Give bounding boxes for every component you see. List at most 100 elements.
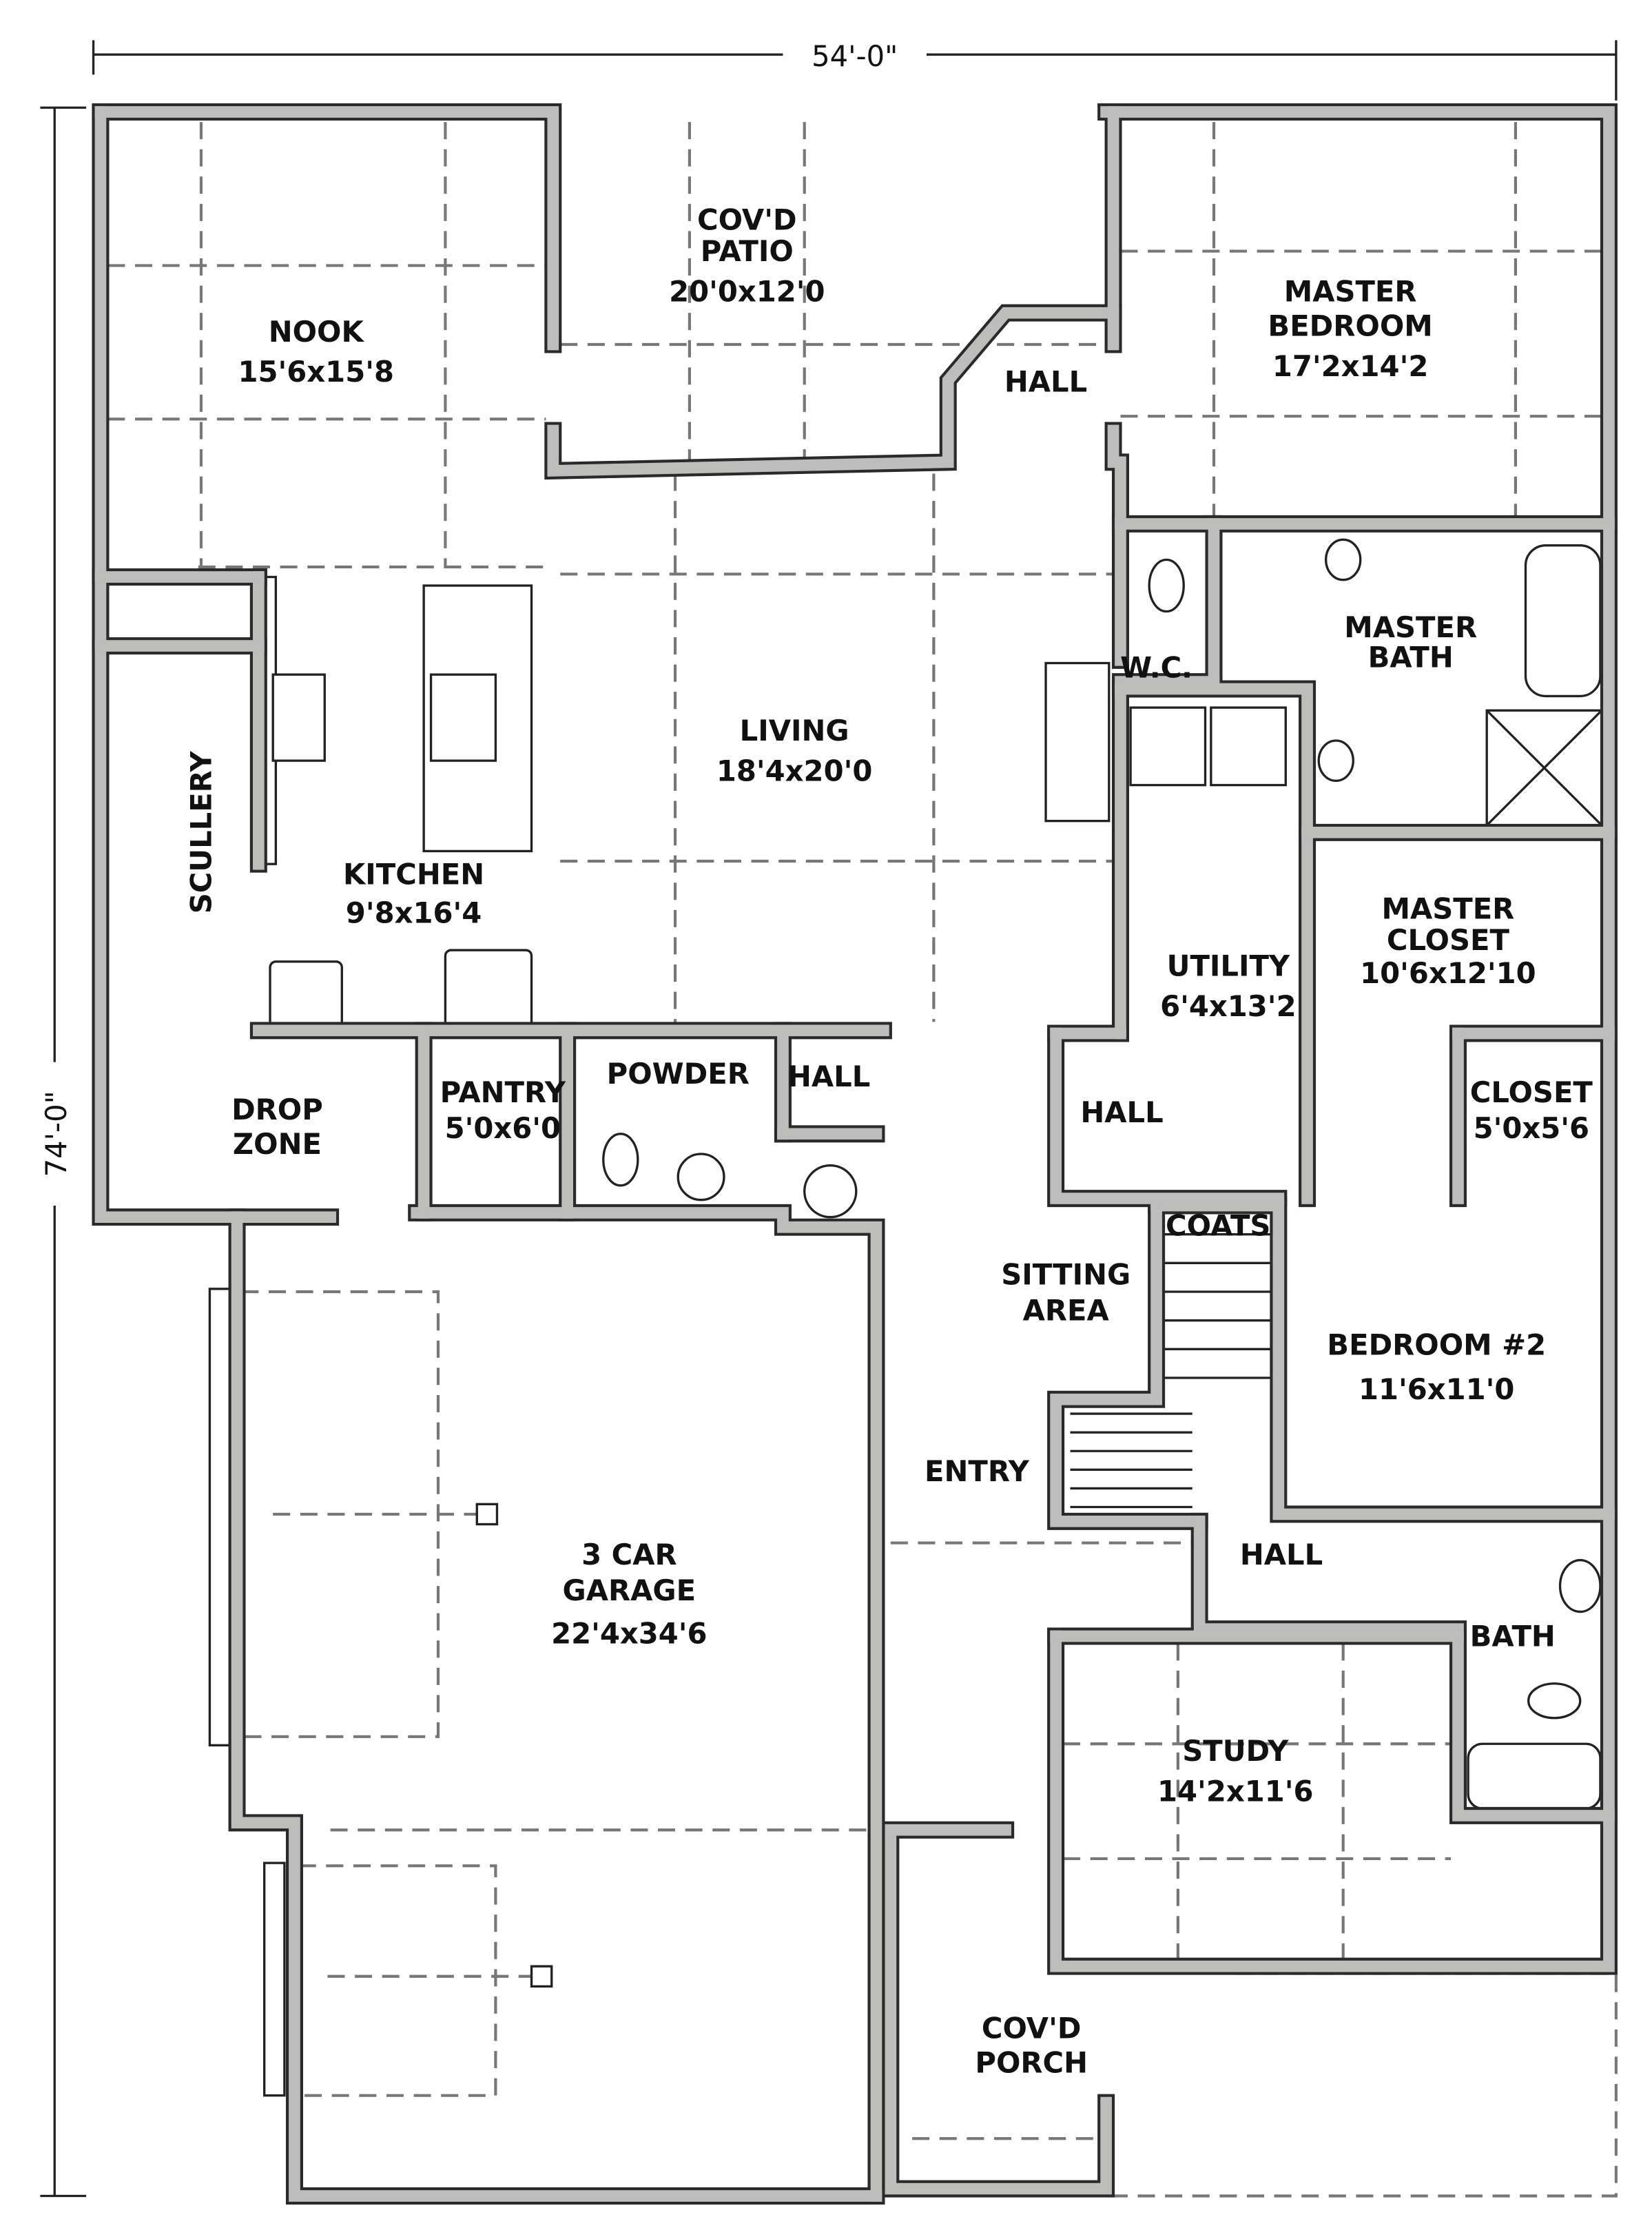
wall [94, 106, 336, 1224]
room-size: 11'6x11'0 [1359, 1372, 1514, 1406]
toilet-icon [1527, 1682, 1582, 1720]
water-heater-icon [803, 1164, 858, 1219]
room-hall: HALL [1004, 365, 1087, 399]
room-name: KITCHEN [343, 857, 484, 891]
width-dimension-label: 54'-0" [812, 39, 898, 73]
room-name: STUDY [1182, 1734, 1289, 1768]
room-name: PORCH [975, 2045, 1088, 2079]
room-size: 5'0x5'6 [1474, 1111, 1589, 1145]
wall [1050, 1027, 1285, 1204]
sink-icon [429, 673, 497, 762]
room-nook: NOOK 15'6x15'8 [238, 315, 394, 389]
ceiling-lines [107, 122, 1618, 2198]
room-name: BEDROOM [1268, 309, 1432, 343]
garage-door [208, 1288, 231, 1746]
room-bedroom-2: BEDROOM #2 11'6x11'0 [1327, 1328, 1546, 1407]
depth-dimension-label: 74'-0" [39, 1091, 73, 1177]
room-master-closet: MASTER CLOSET 10'6x12'10 [1360, 891, 1536, 990]
wall [92, 103, 562, 353]
room-name: COV'D [697, 203, 797, 236]
wall [1047, 1197, 1208, 1530]
room-hall: HALL [1240, 1538, 1323, 1571]
wall [1150, 1199, 1615, 1520]
room-name: PATIO [701, 234, 794, 268]
fireplace-icon [1044, 661, 1111, 823]
wall [1115, 683, 1313, 1204]
ceiling-line [1106, 1972, 1618, 2198]
sink-icon [1317, 739, 1354, 782]
room-name: BATH [1368, 641, 1454, 674]
room-name: UTILITY [1167, 949, 1290, 983]
room-pantry: PANTRY 5'0x6'0 [440, 1075, 566, 1145]
room-name: ZONE [233, 1127, 322, 1161]
room-name: MASTER [1284, 275, 1417, 309]
cooktop-icon [271, 673, 326, 762]
room-wc: W.C. [1120, 650, 1192, 684]
room-size: 5'0x6'0 [445, 1111, 561, 1145]
room-name: AREA [1023, 1294, 1110, 1328]
garage-opener-icon [530, 1965, 553, 1988]
wall [94, 106, 559, 351]
wall [92, 103, 340, 1226]
toilet-icon [602, 1133, 639, 1187]
room-name: MASTER [1344, 610, 1477, 644]
room-garage: 3 CAR GARAGE 22'4x34'6 [551, 1538, 707, 1651]
wall [411, 1207, 882, 2202]
room-size: 6'4x13'2 [1160, 989, 1296, 1023]
toilet-icon [1148, 558, 1185, 613]
room-size: 17'2x14'2 [1272, 349, 1428, 383]
dimension-depth: 74'-0" [37, 106, 87, 2198]
bathtub-icon [1467, 1742, 1602, 1810]
wall [231, 1211, 882, 2202]
room-name: CLOSET [1387, 923, 1510, 957]
sink-icon [1558, 1558, 1602, 1613]
room-bath: BATH [1470, 1620, 1556, 1653]
wall [228, 1208, 885, 2205]
room-name: PANTRY [440, 1075, 566, 1109]
room-hall: HALL [787, 1060, 870, 1093]
sink-icon [677, 1153, 725, 1201]
room-name: GARAGE [563, 1574, 696, 1607]
room-size: 22'4x34'6 [551, 1616, 707, 1650]
room-size: 15'6x15'8 [238, 355, 394, 389]
walls [92, 103, 1618, 2205]
dimension-width: 54'-0" [92, 37, 1618, 101]
room-name: SITTING [1001, 1258, 1130, 1292]
room-living: LIVING 18'4x20'0 [716, 714, 872, 787]
room-drop-zone: DROP ZONE [231, 1093, 323, 1161]
sink-icon [1324, 538, 1362, 581]
fixtures [208, 538, 1603, 2097]
room-name: DROP [231, 1093, 323, 1126]
bathtub-icon [1524, 544, 1602, 698]
garage-opener-icon [475, 1503, 499, 1526]
room-porch: COV'D PORCH [975, 2011, 1088, 2079]
room-sitting-area: SITTING AREA [1001, 1258, 1130, 1328]
room-closet: CLOSET 5'0x5'6 [1470, 1075, 1593, 1145]
stairs [1070, 1233, 1272, 1509]
wall [1050, 106, 1615, 1972]
appliance-icon [269, 960, 343, 1032]
room-kitchen: KITCHEN 9'8x16'4 [343, 857, 484, 929]
garage-door [263, 1861, 286, 2097]
room-size: 10'6x12'10 [1360, 956, 1536, 990]
room-labels: COV'D PATIO 20'0x12'0 NOOK 15'6x15'8 MAS… [185, 203, 1593, 2079]
room-name: 3 CAR [581, 1538, 677, 1571]
room-name: MASTER [1381, 891, 1514, 925]
room-patio: COV'D PATIO 20'0x12'0 [669, 203, 825, 308]
room-size: 9'8x16'4 [346, 896, 482, 930]
wall [1193, 1516, 1615, 1822]
room-master-bath: MASTER BATH [1344, 610, 1477, 674]
room-name: LIVING [740, 714, 849, 747]
room-coats: COATS [1166, 1209, 1270, 1243]
dryer-icon [1210, 706, 1287, 787]
room-utility: UTILITY 6'4x13'2 [1160, 949, 1296, 1023]
wall [408, 1204, 885, 2205]
room-size: 20'0x12'0 [669, 275, 825, 309]
room-size: 18'4x20'0 [716, 754, 872, 787]
room-powder: POWDER [607, 1057, 750, 1091]
room-master-bedroom: MASTER BEDROOM 17'2x14'2 [1268, 275, 1432, 383]
room-study: STUDY 14'2x11'6 [1157, 1734, 1313, 1808]
room-scullery: SCULLERY [185, 751, 218, 914]
room-entry: ENTRY [925, 1454, 1030, 1488]
